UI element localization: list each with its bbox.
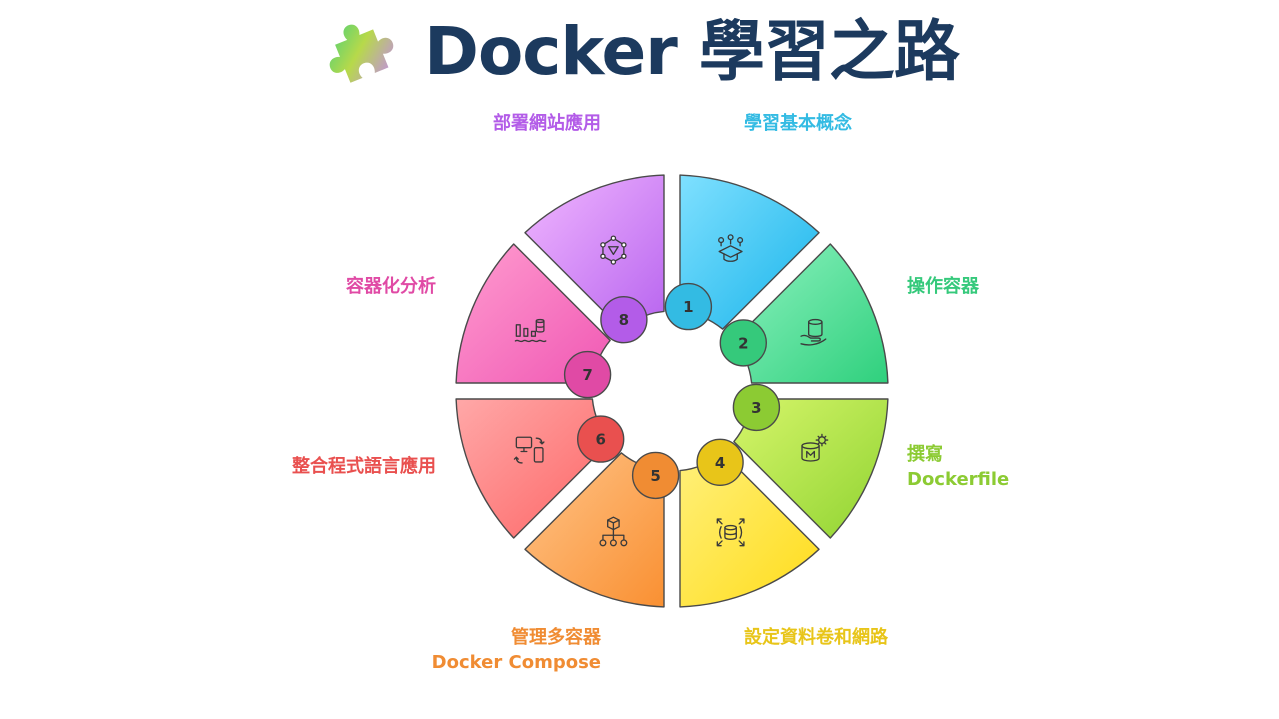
page-title: Docker 學習之路 [424,13,960,90]
step-1-badge: 1 [664,282,713,331]
step-3-badge: 3 [732,383,781,432]
network-deploy-icon [600,235,627,265]
step-8-badge: 8 [600,296,648,344]
title-bar: Docker 學習之路 [0,6,1279,98]
step-7-badge: 7 [563,350,612,399]
step-4-label: 設定資料卷和網路 [744,627,888,648]
step-8-number: 8 [619,311,629,329]
learning-graduation-icon [718,234,744,262]
step-4-badge: 4 [696,438,744,486]
dockerfile-database-gear-icon [801,433,829,462]
step-7-label: 容器化分析 [346,276,436,297]
compose-hierarchy-icon [599,516,628,547]
hand-container-icon [800,318,827,346]
step-6-number: 6 [595,431,605,449]
step-1-number: 1 [683,298,693,316]
step-4-number: 4 [715,454,725,472]
data-volume-network-icon [716,518,745,547]
step-3-number: 3 [751,399,761,417]
step-6-label: 整合程式語言應用 [292,456,436,477]
step-5-number: 5 [650,467,660,485]
step-2-label: 操作容器 [907,276,979,297]
step-2-number: 2 [738,334,748,352]
step-8-label: 部署網站應用 [493,113,601,134]
wheel-center [606,325,738,457]
devices-sync-icon [513,436,545,464]
step-5-badge: 5 [631,451,680,500]
step-2-badge: 2 [719,319,767,367]
puzzle-icon [329,24,394,83]
step-1-label: 學習基本概念 [744,113,852,134]
analytics-chart-icon [514,318,547,343]
step-7-number: 7 [582,366,592,384]
step-6-badge: 6 [577,415,625,463]
